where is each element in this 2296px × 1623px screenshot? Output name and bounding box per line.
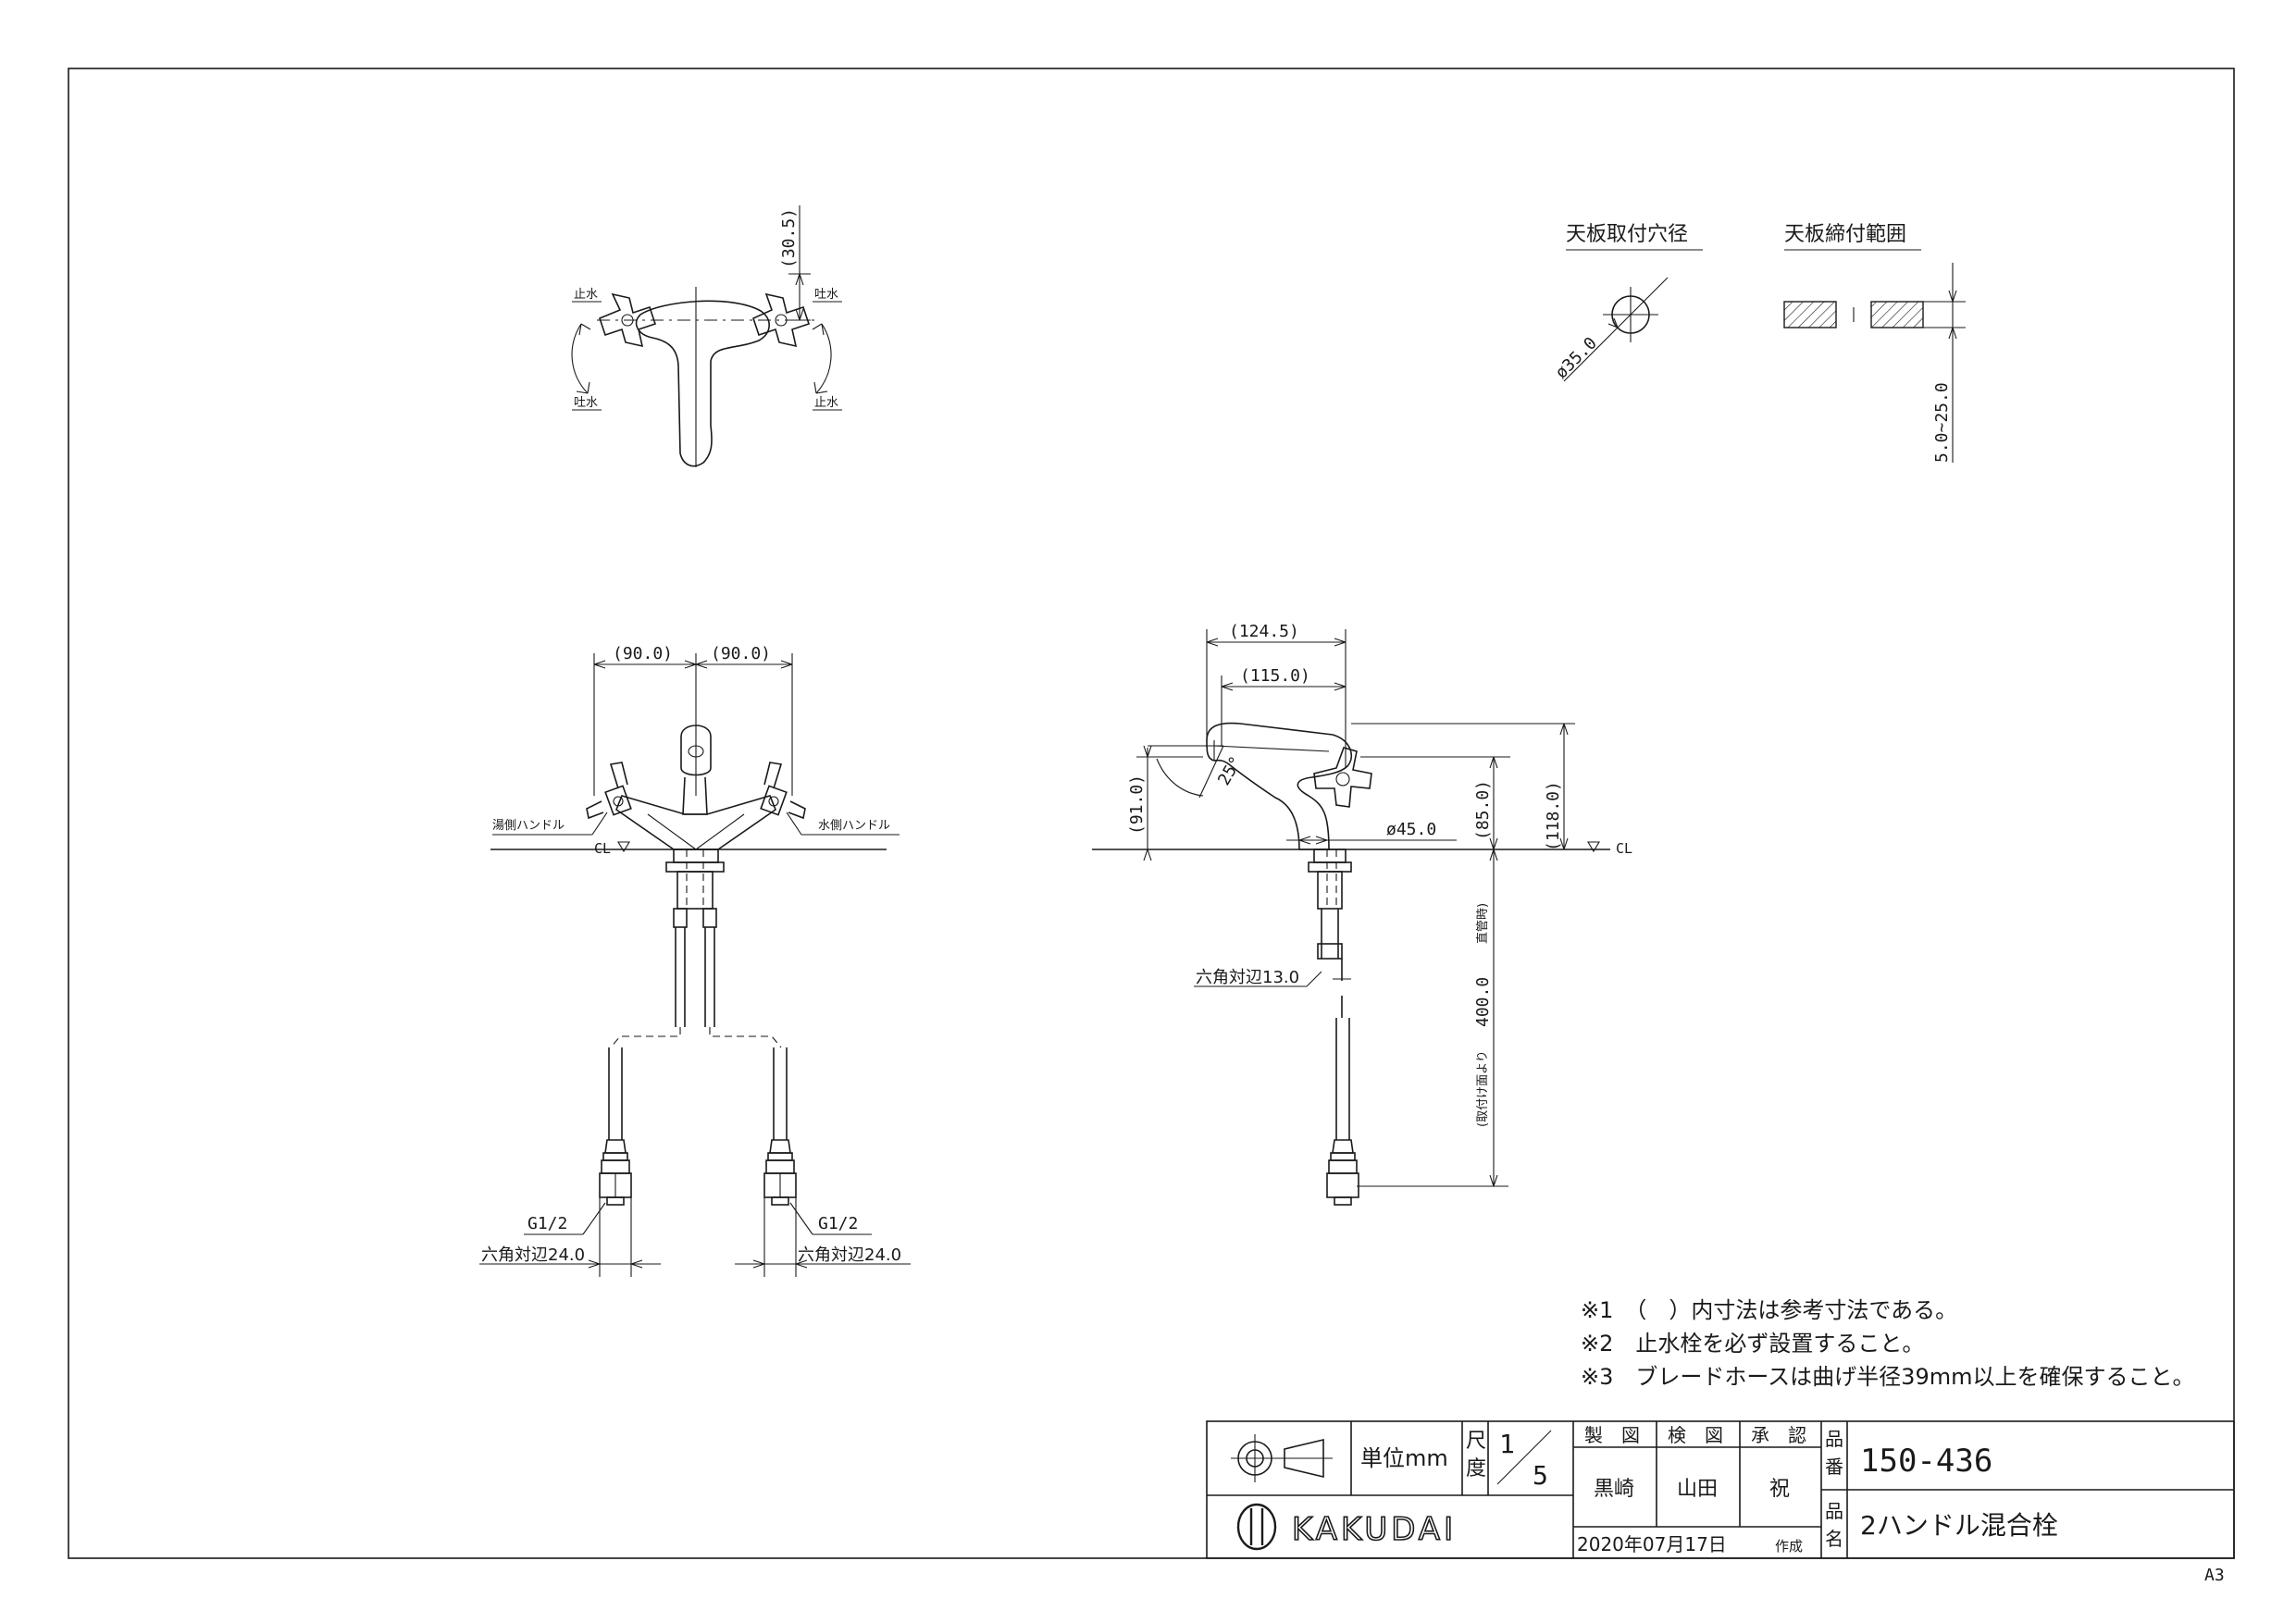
part-name-label-2: 名	[1825, 1528, 1843, 1550]
created-label: 作成	[1775, 1538, 1803, 1555]
side-dim-reach-total: (124.5)	[1229, 622, 1299, 641]
mounting-hole-detail: 天板取付穴径 ø35.0	[1552, 223, 1703, 383]
side-cl-label: CL	[1616, 840, 1632, 857]
front-view: (90.0) (90.0) CL 湯側ハンドル 水側ハン	[479, 644, 911, 1277]
front-cl-label: CL	[594, 840, 611, 857]
side-dim-height-spout: (91.0)	[1127, 774, 1147, 835]
drawn-by: 黒崎	[1594, 1478, 1634, 1501]
front-hex-left: 六角対辺24.0	[481, 1245, 585, 1265]
part-no-label-1: 品	[1825, 1428, 1843, 1450]
scale-denominator: 5	[1533, 1460, 1548, 1491]
top-dim-handle-height: (30.5)	[779, 208, 799, 268]
front-cold-handle-label: 水側ハンドル	[818, 819, 890, 833]
front-thread-right: G1/2	[818, 1214, 858, 1233]
side-dim-reach-spout: (115.0)	[1240, 666, 1310, 686]
note-1: ※1 （ ）内寸法は参考寸法である。	[1581, 1297, 1957, 1323]
part-name-label-1: 品	[1825, 1500, 1843, 1522]
part-no-label-2: 番	[1825, 1456, 1843, 1478]
side-dim-height-total: (118.0)	[1544, 781, 1563, 851]
side-hose-length-value: 400.0	[1473, 977, 1493, 1027]
top-label-spout-left: 吐水	[574, 396, 598, 410]
title-block: 単位mm 尺 度 1 5 KAKUDAI 製 図 検 図 承 認 黒崎 山田 祝…	[1206, 1420, 2235, 1559]
sheet-size-label: A3	[2204, 1566, 2225, 1585]
drawn-label: 製 図	[1584, 1424, 1640, 1446]
projection-symbol-icon	[1231, 1434, 1333, 1482]
part-name: 2ハンドル混合栓	[1860, 1510, 2058, 1541]
top-view: 止水 吐水 吐水 止水 (30.5)	[571, 205, 842, 467]
side-dim-height-handle: (85.0)	[1473, 780, 1493, 840]
front-hot-handle-label: 湯側ハンドル	[492, 819, 565, 833]
unit-label: 単位mm	[1360, 1445, 1448, 1471]
checked-by: 山田	[1677, 1478, 1718, 1501]
date: 2020年07月17日	[1577, 1533, 1727, 1555]
front-cold-handle-icon	[760, 762, 806, 820]
sheet-border	[68, 68, 2235, 1559]
counter-range-title: 天板締付範囲	[1784, 223, 1906, 246]
side-hose-length-note: 直管時)	[1476, 903, 1490, 944]
mounting-hole-title: 天板取付穴径	[1566, 223, 1688, 246]
counter-range-detail: 天板締付範囲 5.0~25.0	[1783, 223, 1966, 463]
side-dim-angle: 25°	[1214, 753, 1246, 789]
counter-range-dim: 5.0~25.0	[1932, 382, 1952, 463]
front-hot-handle-icon	[586, 762, 632, 820]
front-dim-left: (90.0)	[613, 644, 673, 663]
mounting-hole-dim: ø35.0	[1552, 333, 1601, 382]
side-hose-length-label: (取付け面より	[1476, 1050, 1490, 1127]
part-number: 150-436	[1860, 1443, 1992, 1480]
front-dim-right: (90.0)	[711, 644, 771, 663]
notes: ※1 （ ）内寸法は参考寸法である。 ※2 止水栓を必ず設置すること。 ※3 ブ…	[1581, 1297, 2194, 1390]
side-cross-handle-icon	[1313, 747, 1372, 808]
top-label-spout-right: 吐水	[814, 288, 838, 302]
side-view: CL 六角対辺13.0	[1092, 622, 1632, 1206]
brand-name: KAKUDAI	[1292, 1511, 1457, 1548]
scale-label-2: 度	[1466, 1457, 1486, 1481]
front-hex-right: 六角対辺24.0	[798, 1245, 901, 1265]
scale-numerator: 1	[1499, 1429, 1515, 1459]
front-thread-left: G1/2	[527, 1214, 567, 1233]
kakudai-logo-icon	[1236, 1503, 1277, 1551]
approved-label: 承 認	[1751, 1424, 1806, 1446]
note-2: ※2 止水栓を必ず設置すること。	[1581, 1331, 1924, 1357]
top-label-stop-right: 止水	[814, 396, 838, 410]
checked-label: 検 図	[1668, 1424, 1723, 1446]
note-3: ※3 ブレードホースは曲げ半径39mm以上を確保すること。	[1581, 1364, 2194, 1390]
approved-by: 祝	[1769, 1478, 1790, 1501]
top-label-stop-left: 止水	[574, 288, 598, 302]
scale-label-1: 尺	[1466, 1430, 1486, 1453]
side-hex-nut: 六角対辺13.0	[1196, 968, 1299, 987]
side-dim-base-dia: ø45.0	[1386, 820, 1436, 839]
